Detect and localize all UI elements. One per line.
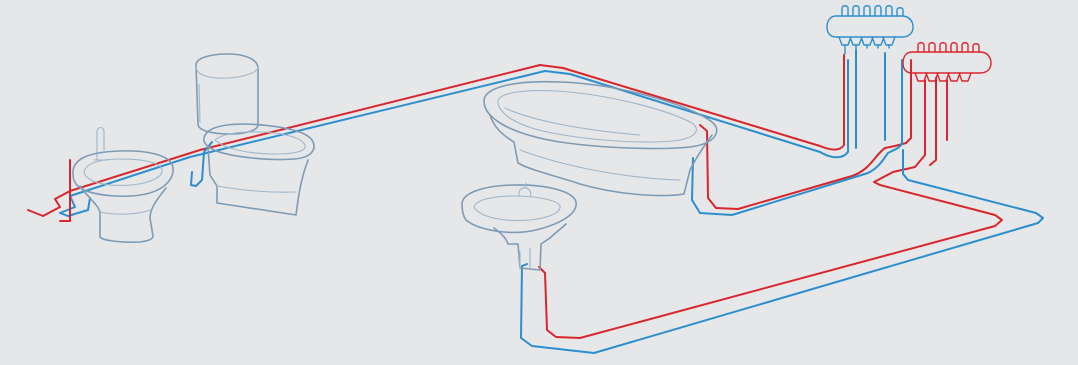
plumbing-scene	[0, 0, 1078, 365]
plumbing-diagram	[0, 0, 1078, 365]
